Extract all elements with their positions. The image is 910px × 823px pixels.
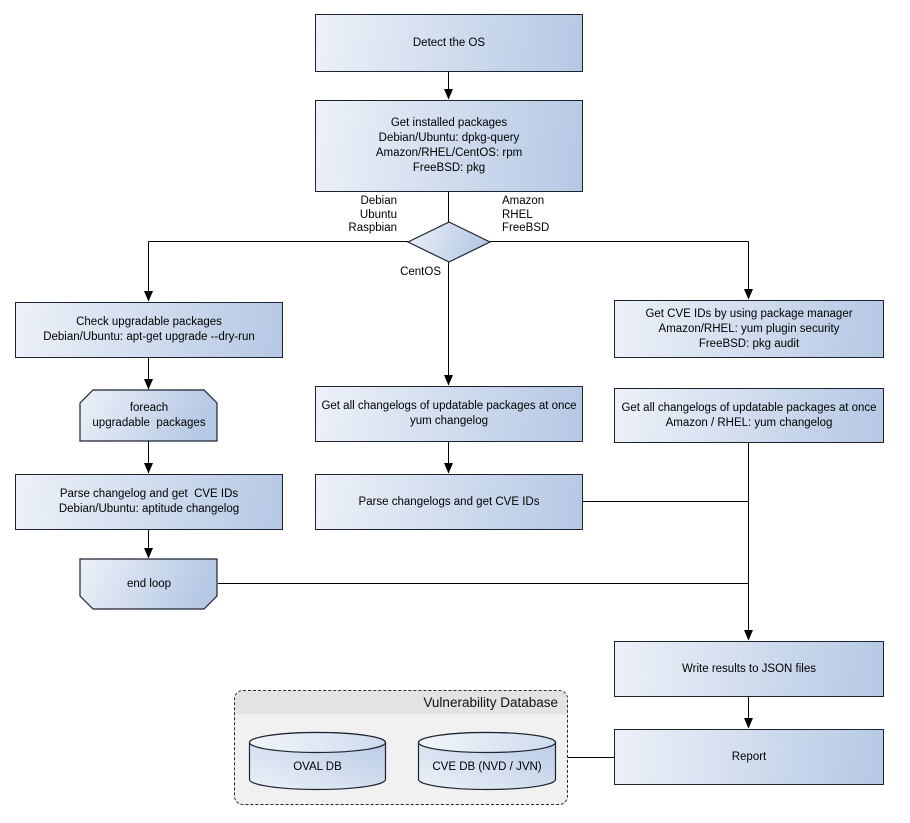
foreach-loop-shape bbox=[79, 389, 218, 442]
node-detect-os: Detect the OS bbox=[315, 14, 583, 72]
node-get-changelogs-centos: Get all changelogs of updatable packages… bbox=[315, 386, 583, 442]
oval-db-cylinder-shape bbox=[248, 731, 387, 791]
node-parse-changelog-debian: Parse changelog and get CVE IDs Debian/U… bbox=[15, 474, 283, 530]
node-end-loop-label: end loop bbox=[126, 577, 172, 590]
branch-label-amazon: Amazon RHEL FreeBSD bbox=[502, 195, 550, 234]
end-loop-shape bbox=[79, 558, 218, 610]
node-parse-changelogs-centos: Parse changelogs and get CVE IDs bbox=[315, 474, 583, 530]
vulnerability-database-panel: Vulnerability Database OVAL DB CVE DB (N… bbox=[234, 690, 568, 805]
node-check-upgradable-packages: Check upgradable packages Debian/Ubuntu:… bbox=[15, 302, 283, 358]
node-get-installed-packages: Get installed packages Debian/Ubuntu: dp… bbox=[315, 100, 583, 192]
cve-db-cylinder: CVE DB (NVD / JVN) bbox=[417, 731, 557, 791]
os-decision-diamond bbox=[406, 221, 492, 263]
node-write-results-json: Write results to JSON files bbox=[614, 641, 884, 697]
branch-label-centos: CentOS bbox=[400, 266, 441, 278]
node-foreach-loop-label: foreach upgradable packages bbox=[92, 401, 206, 429]
vulnerability-database-title: Vulnerability Database bbox=[235, 691, 567, 714]
cve-db-cylinder-shape bbox=[417, 731, 557, 791]
node-report: Report bbox=[614, 729, 884, 785]
node-get-cve-ids-pkg-manager: Get CVE IDs by using package manager Ama… bbox=[614, 300, 884, 358]
node-get-changelogs-amazon: Get all changelogs of updatable packages… bbox=[614, 388, 884, 443]
cve-db-label: CVE DB (NVD / JVN) bbox=[432, 761, 542, 773]
oval-db-label: OVAL DB bbox=[293, 761, 342, 773]
oval-db-cylinder: OVAL DB bbox=[248, 731, 387, 791]
branch-label-debian: Debian Ubuntu Raspbian bbox=[348, 195, 397, 234]
